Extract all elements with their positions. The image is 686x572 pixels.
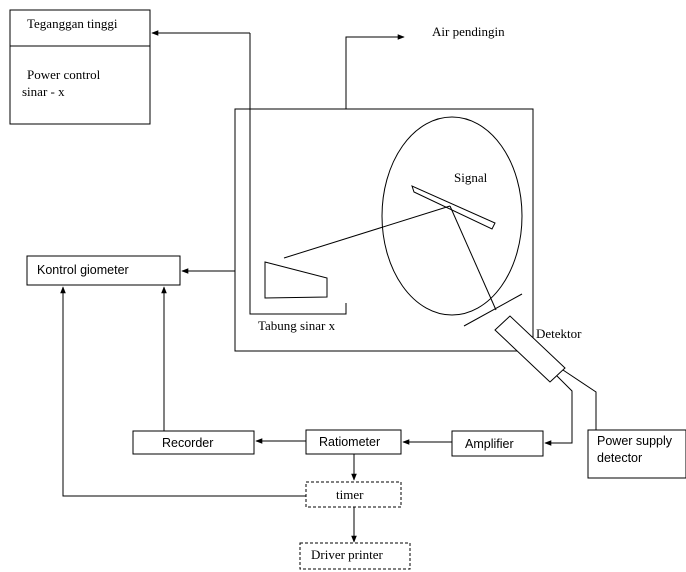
amplifier-box: Amplifier [451, 430, 544, 457]
timer-box: timer [305, 481, 402, 508]
power-supply-detector-label: detector [597, 451, 642, 465]
recorder-label: Recorder [162, 436, 213, 450]
ratiometer-box: Ratiometer [305, 429, 402, 455]
recorder-box: Recorder [132, 430, 255, 455]
detektor-label: Detektor [536, 326, 582, 341]
driver-printer-label: Driver printer [311, 547, 384, 562]
tabung-sinar-x-label: Tabung sinar x [258, 318, 336, 333]
power-control-label: Power control [27, 67, 101, 82]
diffracted-beam [449, 205, 497, 311]
x-ray-source [264, 261, 328, 299]
amplifier-label: Amplifier [465, 437, 514, 451]
detector-body [494, 315, 566, 383]
slit-line [463, 293, 523, 327]
air-pendingin-label: Air pendingin [432, 24, 505, 39]
signal-label: Signal [454, 170, 488, 185]
detector-supply-line [562, 369, 597, 430]
kontrol-giometer-label: Kontrol giometer [37, 263, 129, 277]
timer-label: timer [336, 487, 364, 502]
driver-printer-box: Driver printer [299, 542, 411, 570]
kontrol-giometer-box: Kontrol giometer [26, 255, 181, 286]
sample-ellipse [381, 116, 523, 316]
power-control-box: Teganggan tinggi Power control sinar - x [9, 9, 151, 125]
power-supply-label: Power supply [597, 434, 673, 448]
timer-to-giometer [60, 286, 306, 497]
main-chamber [234, 108, 534, 352]
sample-plate [411, 185, 496, 230]
teganggan-tinggi-label: Teganggan tinggi [27, 16, 118, 31]
tube-loop [249, 33, 347, 315]
power-control-sinar-x-label: sinar - x [22, 84, 65, 99]
ratiometer-label: Ratiometer [319, 435, 380, 449]
power-supply-detector-box: Power supply detector [587, 429, 686, 479]
incident-beam [283, 205, 451, 259]
detector-to-amplifier [544, 375, 573, 446]
